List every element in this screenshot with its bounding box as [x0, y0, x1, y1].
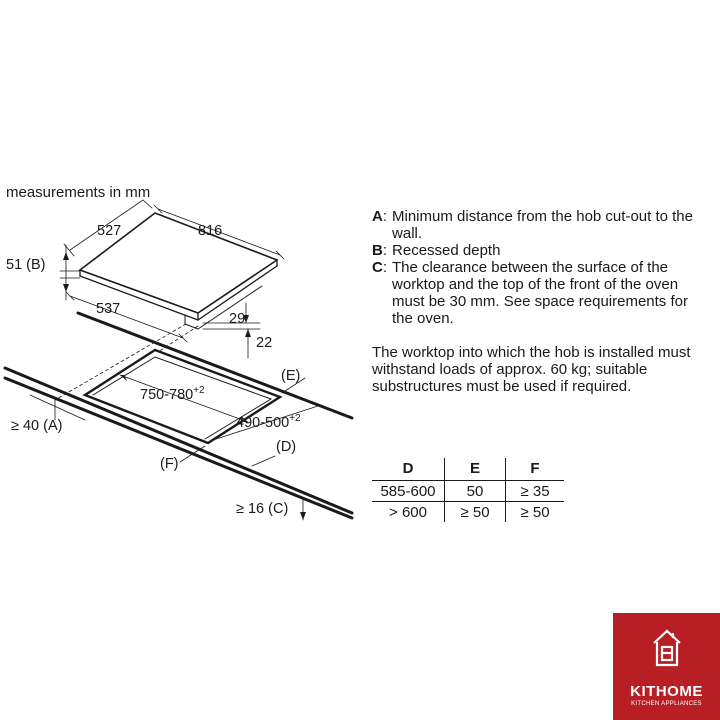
- dim-f-label: (F): [160, 456, 179, 472]
- legend-key: B: [372, 242, 383, 259]
- worktop-arrows: [120, 375, 306, 520]
- legend-separator: :: [382, 208, 388, 225]
- legend-text: Recessed depth: [392, 242, 501, 259]
- legend: A: Minimum distance from the hob cut-out…: [372, 208, 712, 327]
- dim-offset-label: 22: [256, 335, 272, 351]
- dim-front-depth-label: 537: [96, 301, 120, 317]
- table-cell: 50: [444, 480, 506, 502]
- table-cell: ≥ 35: [505, 480, 564, 502]
- table-row: > 600 ≥ 50 ≥ 50: [372, 501, 564, 522]
- dimension-arrows: [63, 252, 251, 337]
- worktop-load-note: The worktop into which the hob is instal…: [372, 344, 691, 395]
- table-row: 585-600 50 ≥ 35: [372, 480, 564, 502]
- dim-thickness-label: 29: [229, 311, 245, 327]
- legend-text: The clearance between the surface of the…: [392, 259, 688, 327]
- legend-text: Minimum distance from the hob cut-out to…: [392, 208, 693, 242]
- dim-d-label: (D): [276, 439, 296, 455]
- logo-name: KITHOME: [630, 683, 703, 700]
- dim-width-label: 816: [198, 223, 222, 239]
- table-header-d: D: [372, 458, 445, 481]
- dim-c-label: ≥ 16 (C): [236, 501, 288, 517]
- dim-e-label: (E): [281, 368, 300, 384]
- table-cell: ≥ 50: [444, 501, 506, 522]
- table-header-e: E: [444, 458, 506, 481]
- legend-item-c: C: The clearance between the surface of …: [372, 259, 712, 327]
- worktop-drawing: [3, 311, 354, 521]
- table-header-f: F: [505, 458, 564, 481]
- units-caption: measurements in mm: [6, 184, 150, 201]
- dim-depth-label: 527: [97, 223, 121, 239]
- legend-separator: :: [382, 259, 388, 276]
- table-cell: 585-600: [372, 480, 445, 502]
- legend-key: C: [372, 259, 383, 276]
- dim-b-label: 51 (B): [6, 257, 46, 273]
- legend-separator: :: [382, 242, 388, 259]
- hob-drawing: [59, 199, 285, 359]
- table-cell: > 600: [389, 504, 427, 521]
- table-header-row: D E F: [372, 458, 564, 481]
- dim-cutout-depth-label: 490-500+2: [236, 413, 301, 431]
- dimension-labels: 527 816 51 (B) 537 29 22 (E) 750-780+2 ≥…: [6, 223, 301, 517]
- dim-cutout-width-label: 750-780+2: [140, 385, 205, 403]
- legend-item-b: B: Recessed depth: [372, 242, 712, 259]
- legend-key: A: [372, 208, 383, 225]
- house-icon: [653, 629, 681, 667]
- dim-a-label: ≥ 40 (A): [11, 418, 62, 434]
- table-cell: ≥ 50: [505, 501, 564, 522]
- legend-item-a: A: Minimum distance from the hob cut-out…: [372, 208, 712, 242]
- kithome-logo: KITHOME KITCHEN APPLIANCES: [613, 613, 720, 720]
- logo-tagline: KITCHEN APPLIANCES: [631, 701, 702, 707]
- clearance-table: D E F 585-600 50 ≥ 35 > 600 ≥ 50 ≥ 50: [372, 458, 564, 522]
